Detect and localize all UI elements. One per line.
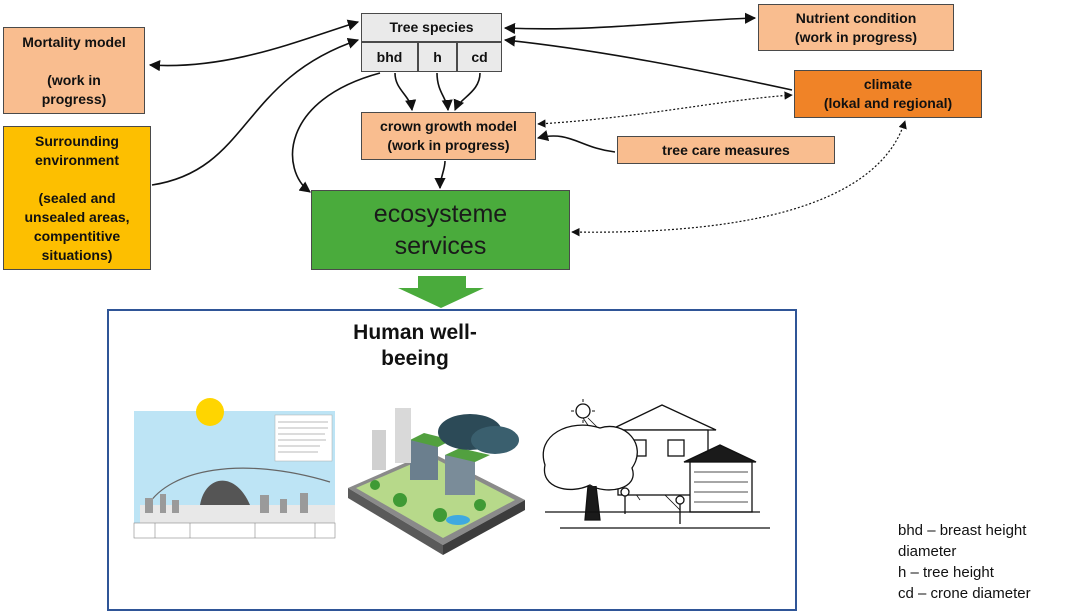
bhd-ecosystem-arrow [291,72,381,193]
climate-crown-dotted-arrow [537,91,793,128]
ecosystem-services-box: ecosysteme services [311,190,570,270]
climate-label: climate (lokal and regional) [823,76,953,111]
cd-label: cd [471,48,488,65]
legend-line: diameter [898,543,957,560]
climate-box: climate (lokal and regional) [794,70,982,118]
h-box: h [418,42,457,72]
crown-growth-model-label: crown growth model (work in progress) [380,118,517,153]
bhd-label: bhd [376,48,403,65]
h-label: h [433,48,442,65]
cd-crown-arrow [453,72,481,112]
surrounding-environment-label: Surrounding environment (sealed and unse… [24,132,130,263]
mortality-tree-arrow [148,19,360,72]
mortality-model-label: Mortality model (work in progress) [22,33,126,107]
h-crown-arrow [436,72,453,112]
legend-line: bhd – breast height [898,522,1027,539]
cd-box: cd [457,42,502,72]
climate-ecosystem-dotted-arrow [571,120,907,237]
urban-climate-illustration-icon [133,398,336,539]
nutrient-condition-label: Nutrient condition (work in progress) [794,9,918,45]
tree-species-box: Tree species [361,13,502,42]
ecosystem-services-label: ecosysteme services [373,200,508,260]
legend-line: cd – crone diameter [898,585,1031,602]
big-green-arrow [398,276,484,308]
abbreviation-legend: bhd – breast height diameter h – tree he… [898,520,1063,604]
crown-growth-model-box: crown growth model (work in progress) [361,112,536,160]
surrounding-environment-box: Surrounding environment (sealed and unse… [3,126,151,270]
house-tree-people-illustration-icon [542,399,770,529]
crown-ecosystem-arrow [434,160,446,190]
nutrient-condition-box: Nutrient condition (work in progress) [758,4,954,51]
human-wellbeing-title: Human well- beeing [353,321,477,370]
treecare-crown-arrow [536,130,616,153]
green-city-illustration-icon [348,408,525,555]
bhd-box: bhd [361,42,418,72]
mortality-model-box: Mortality model (work in progress) [3,27,145,114]
tree-species-label: Tree species [389,19,474,35]
nutrient-tree-arrow [503,12,757,35]
climate-tree-arrow [503,35,793,91]
legend-line: h – tree height [898,564,994,581]
surrounding-tree-arrow [151,37,360,186]
bhd-crown-arrow [394,72,417,112]
